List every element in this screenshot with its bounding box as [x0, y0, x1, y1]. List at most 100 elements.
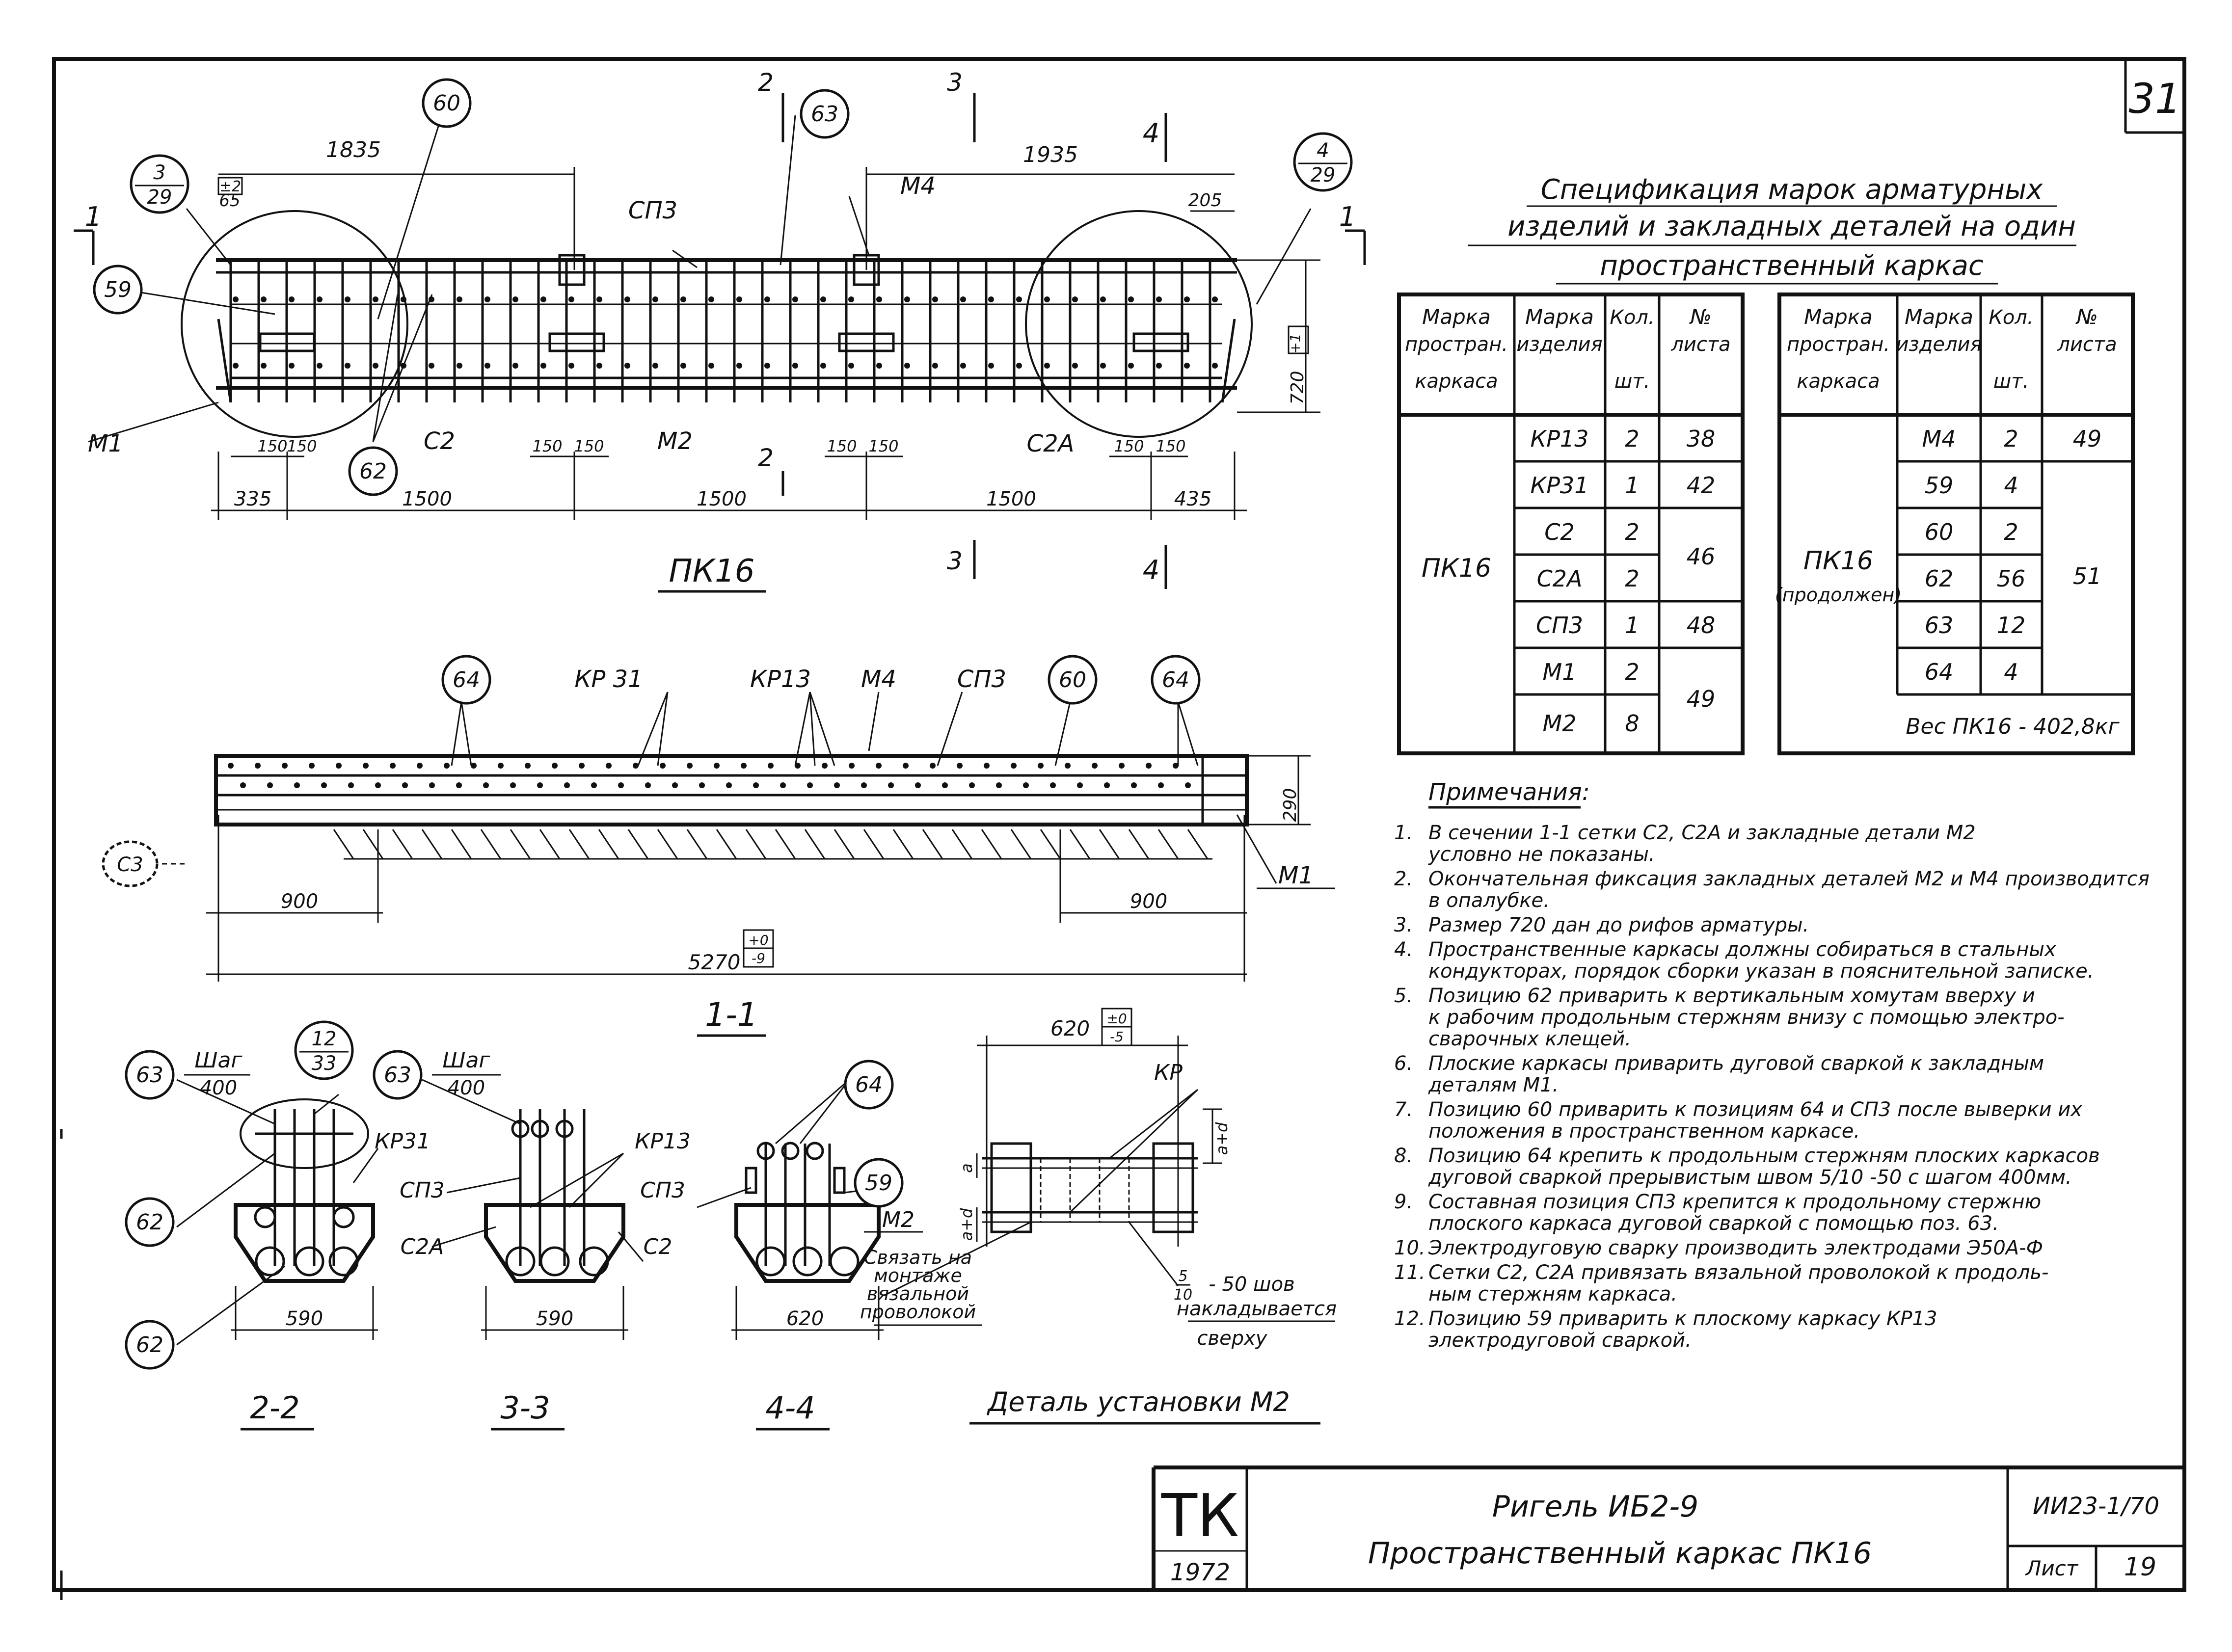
- bar-dot: [792, 363, 798, 369]
- detail-m2-note-4: проволокой: [860, 1301, 976, 1323]
- hatch-line: [981, 829, 1002, 859]
- callout-63-elev: 63: [800, 89, 850, 139]
- bar-dot: [457, 296, 462, 302]
- section-3-3-view: [422, 1079, 644, 1340]
- svg-text:64: 64: [855, 1072, 883, 1097]
- callout-64-left: 64: [441, 655, 491, 705]
- bar-dot: [456, 782, 462, 788]
- dim-150-7: 150: [1114, 437, 1144, 455]
- spec-right-item-3: 60: [1925, 519, 1954, 545]
- stirrups: [229, 260, 1218, 402]
- bar-dot: [876, 763, 882, 769]
- bar-dot: [525, 763, 531, 769]
- label-kr13: КР13: [750, 666, 811, 693]
- label-m1: М1: [88, 430, 123, 457]
- bar-dot: [1184, 363, 1190, 369]
- bar-dot: [1044, 296, 1050, 302]
- spec-right-item-2: 59: [1925, 472, 1954, 499]
- height-tol: +1: [1287, 333, 1303, 353]
- bar-dot: [1016, 363, 1022, 369]
- note-number: 5.: [1394, 985, 1413, 1007]
- spec-right-h8: №: [2075, 305, 2098, 329]
- section-mark-2-top: 2: [758, 68, 774, 97]
- dim-150-3: 150: [532, 437, 562, 455]
- bar-dot: [736, 296, 742, 302]
- callout-60-elev: 60: [422, 78, 472, 128]
- bar-dot: [289, 363, 295, 369]
- bar-dot: [1119, 763, 1125, 769]
- spec-left-frame: ПК16: [1422, 554, 1491, 583]
- dim-1835: 1835: [326, 137, 381, 162]
- spec-left-sheet-3: 46: [1687, 543, 1716, 570]
- bar-dot: [1038, 763, 1044, 769]
- hatch-line: [951, 829, 973, 859]
- detail-m2-weld-den: 10: [1174, 1286, 1192, 1304]
- note-line: электродуговой сваркой.: [1428, 1329, 1692, 1352]
- section-2-2-step-label: Шаг: [194, 1048, 242, 1073]
- note-number: 3.: [1394, 914, 1413, 936]
- detail-m2-dim: 620: [1050, 1016, 1090, 1040]
- bar-dot: [1092, 763, 1098, 769]
- spec-right-qty-2: 4: [2004, 472, 2018, 499]
- dim-1935: 1935: [1023, 142, 1078, 167]
- hatch-line: [598, 829, 619, 859]
- dim-5270-tol-top: +0: [748, 932, 768, 948]
- label-c2a: С2А: [1027, 430, 1075, 457]
- bar-dot: [932, 363, 938, 369]
- bar-dot: [1156, 363, 1162, 369]
- bar-dot: [1212, 296, 1218, 302]
- spec-right-qty-5: 12: [1997, 612, 2026, 639]
- hatch-line: [863, 829, 885, 859]
- spec-right-item-4: 62: [1925, 565, 1954, 592]
- section-2-2-width: 590: [286, 1307, 323, 1330]
- bar-dot: [1023, 782, 1029, 788]
- hatch-line: [362, 829, 384, 859]
- bar-dot: [996, 782, 1002, 788]
- bar-dot: [233, 363, 239, 369]
- bar-dot: [834, 782, 840, 788]
- bar-dot: [579, 763, 585, 769]
- spec-left-item-2: КР31: [1531, 472, 1589, 499]
- bar-dot: [564, 782, 570, 788]
- bar-dot: [1173, 763, 1179, 769]
- bar-dot: [904, 296, 910, 302]
- spec-left-h1: Марка: [1422, 305, 1491, 329]
- dim-150-1: 150: [257, 437, 287, 455]
- bar-dot: [373, 363, 378, 369]
- detail-m2-weld-line1: накладывается: [1177, 1298, 1337, 1320]
- section-mark-3-bottom: 3: [947, 547, 963, 575]
- detail-ref-12-33: 12 33: [294, 1020, 354, 1080]
- spec-right-qty-6: 4: [2004, 659, 2018, 685]
- spec-right-h4: Марка: [1905, 305, 1973, 329]
- spec-left-sheet-1: 38: [1687, 426, 1716, 452]
- dim-150-5: 150: [827, 437, 857, 455]
- svg-text:63: 63: [136, 1063, 163, 1088]
- dim-1500-a: 1500: [402, 488, 452, 510]
- section-2-2-view: [176, 1079, 379, 1346]
- svg-text:62: 62: [136, 1210, 163, 1235]
- section-3-3-step: 400: [448, 1077, 485, 1099]
- note-line: кондукторах, порядок сборки указан в поя…: [1428, 960, 2094, 983]
- hatch-line: [510, 829, 531, 859]
- spec-left-h2: простран.: [1405, 333, 1508, 356]
- svg-text:60: 60: [433, 91, 460, 116]
- note-line: деталям М1.: [1428, 1074, 1559, 1096]
- hatch-line: [627, 829, 649, 859]
- bar-dot: [1156, 296, 1162, 302]
- section-mark-4-top: 4: [1143, 118, 1159, 149]
- bar-dot: [255, 763, 261, 769]
- bar-dot: [540, 296, 546, 302]
- bar-dot: [596, 296, 602, 302]
- bar-dot: [680, 296, 686, 302]
- callout-62-22-a: 62: [125, 1197, 175, 1247]
- bar-dot: [1100, 363, 1106, 369]
- bar-dot: [1072, 296, 1078, 302]
- spec-right-h6: Кол.: [1989, 306, 2033, 329]
- svg-text:64: 64: [1162, 667, 1189, 693]
- section-2-2-caption: 2-2: [250, 1390, 299, 1426]
- svg-text:29: 29: [147, 186, 172, 209]
- spec-left-item-7: М2: [1543, 710, 1577, 737]
- bar-dot: [373, 296, 378, 302]
- bar-dot: [714, 763, 720, 769]
- bar-dot: [596, 363, 602, 369]
